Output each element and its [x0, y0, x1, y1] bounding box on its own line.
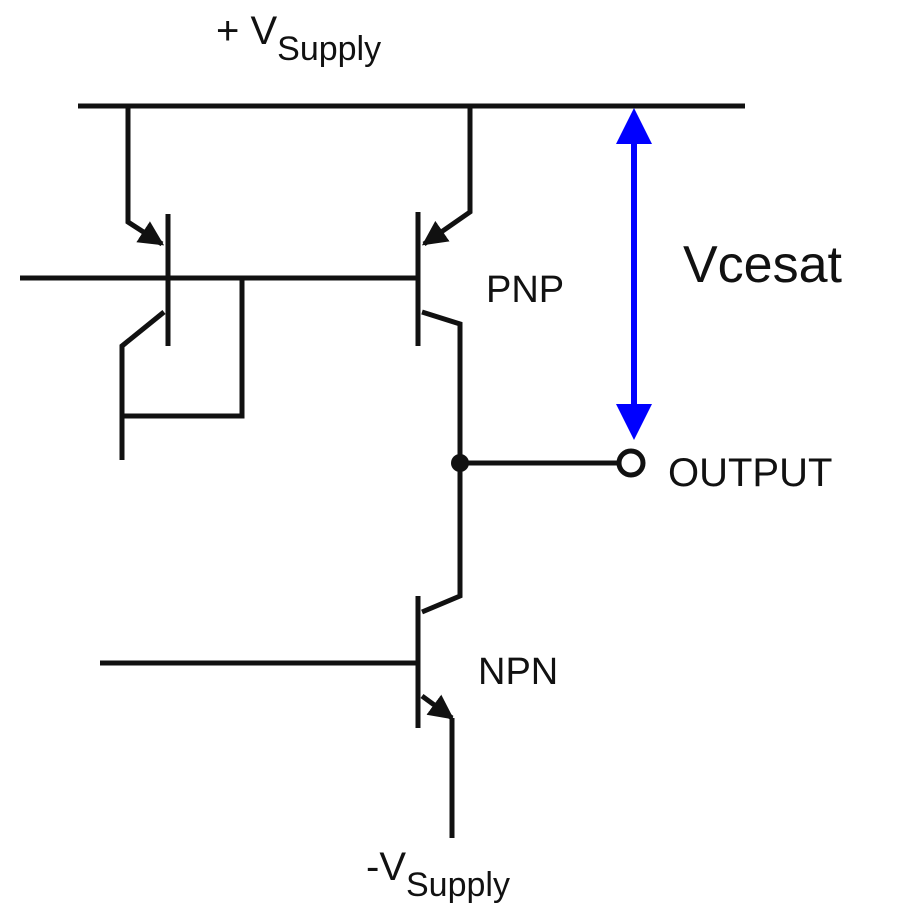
output-label: OUTPUT — [668, 451, 832, 495]
negative-supply-prefix: -V — [366, 845, 406, 889]
vcesat-arrow-head-bottom — [616, 404, 652, 440]
positive-supply-label: + VSupply — [216, 9, 381, 68]
left-transistor-collector-lead — [119, 310, 166, 460]
pnp-label: PNP — [486, 269, 564, 311]
vcesat-label: Vcesat — [683, 236, 843, 294]
left-transistor-emitter-lead — [125, 106, 165, 247]
npn-emitter-lead — [420, 693, 455, 721]
vcesat-arrow-head-top — [616, 108, 652, 144]
negative-supply-label: -VSupply — [366, 845, 510, 904]
mirror-transistor-left — [119, 106, 171, 460]
negative-supply-subscript: Supply — [406, 866, 510, 904]
vcesat-arrow — [616, 108, 652, 440]
pnp-emitter-lead — [421, 106, 473, 247]
output-terminal — [616, 448, 646, 478]
positive-supply-subscript: Supply — [277, 30, 381, 68]
npn-label: NPN — [478, 651, 558, 693]
mirror-diode-connection — [122, 278, 245, 419]
positive-supply-prefix: + V — [216, 9, 277, 53]
npn-transistor — [100, 596, 455, 838]
pnp-transistor — [415, 106, 473, 615]
